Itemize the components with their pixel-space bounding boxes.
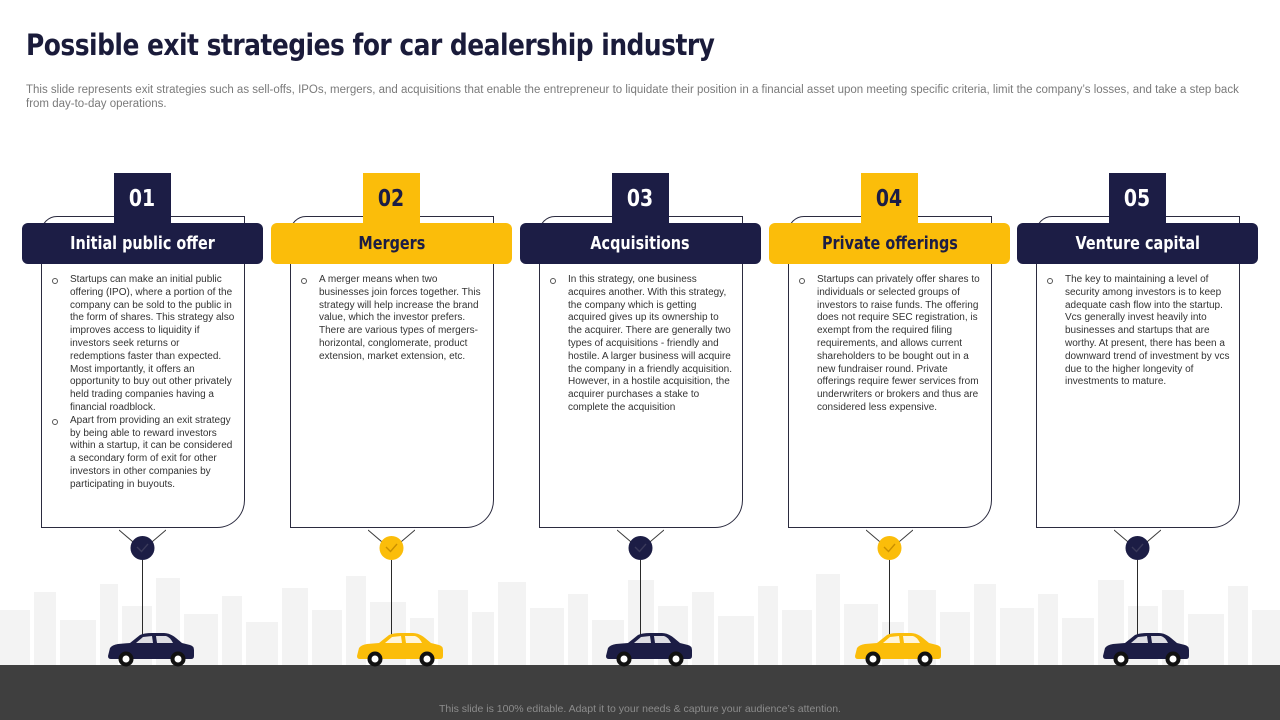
car-icon — [108, 633, 194, 667]
check-icon — [385, 543, 398, 553]
check-icon — [883, 543, 896, 553]
strategy-header: Private offerings — [769, 223, 1010, 264]
strategy-number-tab: 04 — [861, 173, 918, 225]
check-icon — [1131, 543, 1144, 553]
list-item: Startups can privately offer shares to i… — [797, 274, 983, 415]
car-icon — [855, 633, 941, 667]
strategy-number: 05 — [1124, 186, 1151, 212]
car-icon — [606, 633, 692, 667]
strategy-bullet-list: Startups can privately offer shares to i… — [797, 274, 983, 415]
check-connector — [866, 529, 913, 636]
strategy-number-tab: 01 — [114, 173, 171, 225]
list-item: Apart from providing an exit strategy by… — [50, 415, 236, 492]
strategy-card-box — [41, 216, 245, 528]
car-icon — [1103, 633, 1189, 667]
list-item: The key to maintaining a level of securi… — [1045, 274, 1231, 389]
strategy-heading: Private offerings — [821, 233, 958, 254]
strategy-mergers: 02 Mergers A merger means when two busin… — [271, 0, 512, 720]
strategy-heading: Initial public offer — [70, 233, 215, 254]
footer-note: This slide is 100% editable. Adapt it to… — [439, 703, 841, 715]
slide-title: Possible exit strategies for car dealers… — [26, 28, 715, 62]
strategy-number: 01 — [129, 186, 156, 212]
road-band — [0, 665, 1280, 720]
strategy-bullet-list: Startups can make an initial public offe… — [50, 274, 236, 492]
check-icon — [634, 543, 647, 553]
strategy-number-tab: 05 — [1109, 173, 1166, 225]
strategy-heading: Acquisitions — [590, 233, 691, 254]
check-connector — [119, 529, 166, 636]
strategy-number-tab: 03 — [612, 173, 669, 225]
check-icon — [136, 543, 149, 553]
list-item: A merger means when two businesses join … — [299, 274, 485, 364]
strategy-number: 02 — [378, 186, 405, 212]
strategy-bullet-list: A merger means when two businesses join … — [299, 274, 485, 364]
check-connector — [1114, 529, 1161, 636]
strategy-private-offerings: 04 Private offerings Startups can privat… — [769, 0, 1010, 720]
strategy-header: Acquisitions — [520, 223, 761, 264]
strategy-number-tab: 02 — [363, 173, 420, 225]
strategy-card-box — [290, 216, 494, 528]
slide-subtitle: This slide represents exit strategies su… — [26, 84, 1239, 110]
strategy-initial-public-offer: 01 Initial public offer Startups can mak… — [22, 0, 263, 720]
strategy-number: 04 — [876, 186, 903, 212]
strategy-header: Mergers — [271, 223, 512, 264]
strategy-card-box — [539, 216, 743, 528]
strategy-acquisitions: 03 Acquisitions In this strategy, one bu… — [520, 0, 761, 720]
strategy-header: Initial public offer — [22, 223, 263, 264]
check-connector — [617, 529, 664, 636]
strategy-bullet-list: In this strategy, one business acquires … — [548, 274, 734, 415]
strategy-card-box — [788, 216, 992, 528]
strategy-heading: Venture capital — [1075, 233, 1200, 254]
strategy-number: 03 — [627, 186, 654, 212]
list-item: Startups can make an initial public offe… — [50, 274, 236, 415]
list-item: In this strategy, one business acquires … — [548, 274, 734, 415]
strategy-heading: Mergers — [358, 233, 425, 254]
strategy-header: Venture capital — [1017, 223, 1258, 264]
check-connector — [368, 529, 415, 636]
car-icon — [357, 633, 443, 667]
strategy-bullet-list: The key to maintaining a level of securi… — [1045, 274, 1231, 389]
strategy-venture-capital: 05 Venture capital The key to maintainin… — [1017, 0, 1258, 720]
